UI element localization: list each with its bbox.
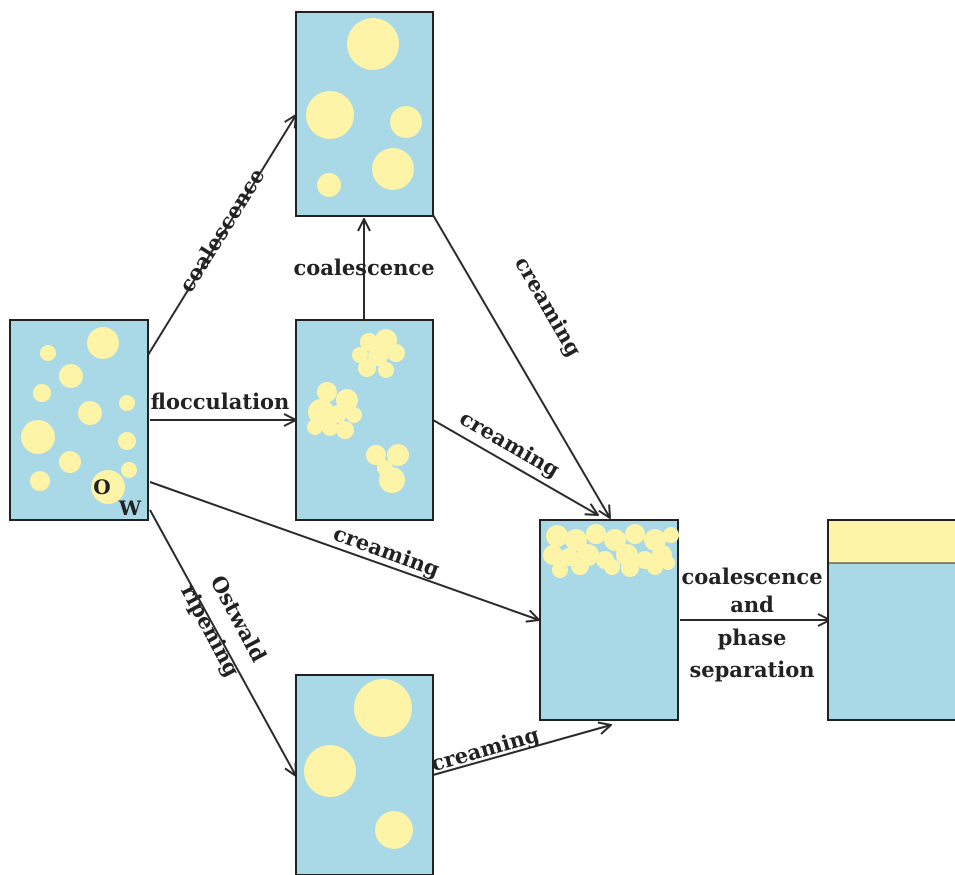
label-coalescence-vertical: coalescence (293, 255, 434, 280)
creamed-emulsion-box (539, 519, 679, 721)
initial-emulsion-box: O W (9, 319, 149, 521)
arrows (147, 115, 830, 776)
label-creaming-bottom: creaming (428, 721, 542, 776)
process-labels: coalescence coalescence flocculation cre… (151, 164, 823, 777)
arrow-initial-to-ostwald (149, 509, 296, 776)
arrow-flocculated-to-creamed (432, 419, 598, 515)
arrow-initial-to-coalesced (147, 115, 296, 356)
label-final-1: coalescence (681, 564, 822, 589)
label-final-3: phase (718, 625, 787, 650)
flocculated-emulsion-box (295, 319, 434, 521)
label-creaming-mid: creaming (455, 405, 564, 482)
ostwald-emulsion-box (295, 674, 434, 875)
arrow-initial-to-creamed (149, 481, 539, 620)
coalesced-emulsion-box (295, 11, 434, 217)
separated-emulsion-box (827, 519, 955, 721)
arrow-coalesced-to-creamed (432, 214, 610, 518)
label-final-2: and (730, 592, 774, 617)
oil-label: O (93, 475, 110, 499)
label-flocculation: flocculation (151, 389, 290, 414)
label-coalescence-diagonal: coalescence (174, 164, 270, 297)
oil-layer (829, 521, 955, 563)
label-final-4: separation (689, 657, 814, 682)
label-creaming-top: creaming (510, 252, 587, 361)
arrow-ostwald-to-creamed (432, 725, 611, 776)
water-label: W (118, 496, 142, 520)
